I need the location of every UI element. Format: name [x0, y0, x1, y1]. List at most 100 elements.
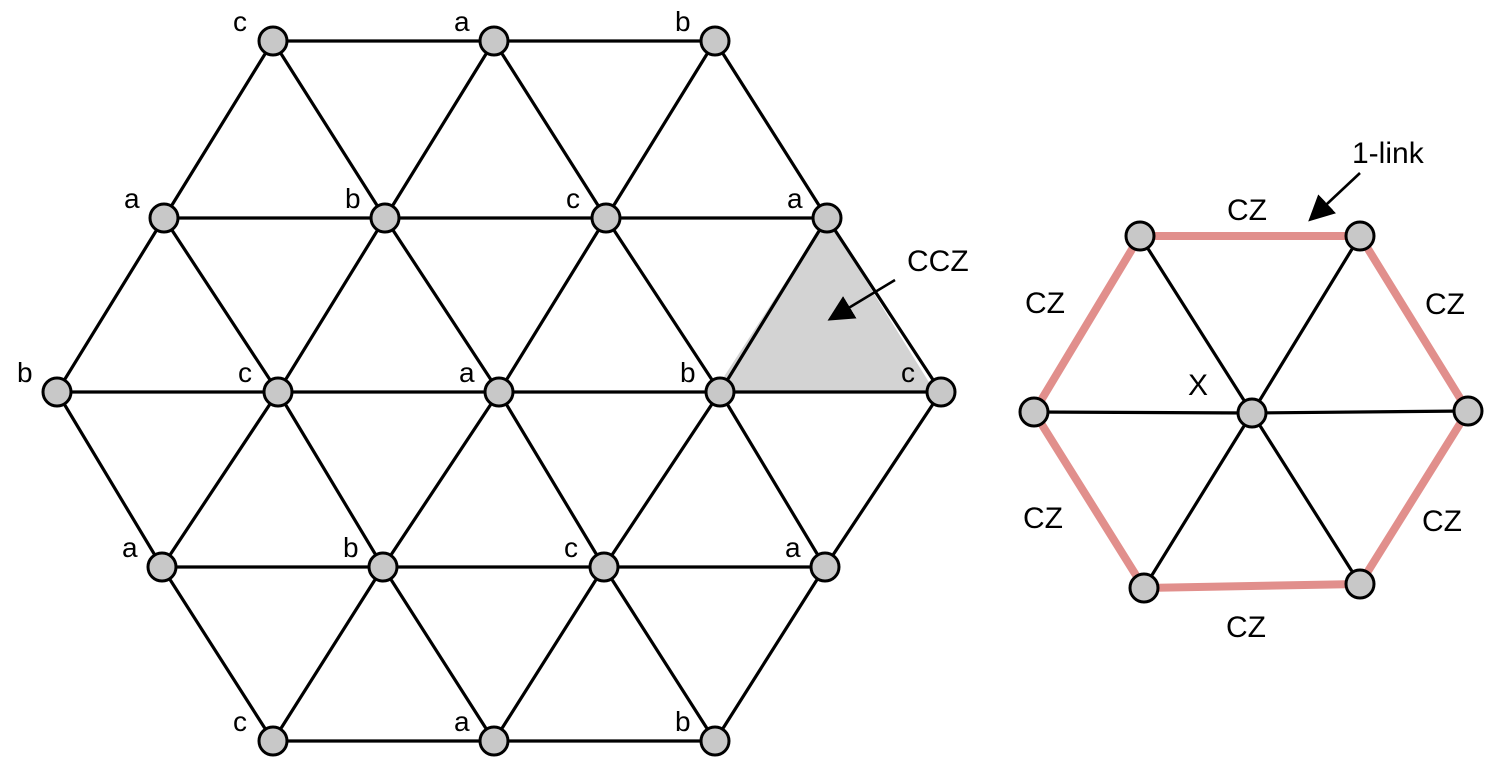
lattice-edge [160, 390, 280, 569]
unit-cell-outer-node [1344, 568, 1376, 600]
lattice-edge [271, 39, 387, 220]
cz-label-bottom: CZ [1226, 611, 1266, 644]
lattice-node [41, 376, 73, 408]
cz-label-upper-left: CZ [1025, 287, 1065, 320]
lattice-node-label: c [564, 532, 578, 563]
lattice-node [148, 202, 180, 234]
lattice-node [699, 25, 731, 57]
lattice-edge [381, 565, 496, 743]
cz-label-upper-right: CZ [1425, 288, 1465, 321]
lattice-edge [55, 216, 166, 394]
lattice-node-label: a [785, 532, 801, 563]
cz-link-edge [1356, 407, 1472, 588]
cz-link-edges [1030, 232, 1472, 592]
lattice-edge [55, 390, 164, 569]
unit-cell-spoke [1250, 409, 1470, 415]
lattice-edge [497, 390, 606, 569]
lattice-edge [718, 216, 829, 394]
lattice-node [367, 551, 399, 583]
lattice-node-label: a [122, 532, 138, 563]
lattice-node [478, 725, 510, 757]
cz-link-edge [1356, 232, 1472, 415]
lattice-node-label: a [124, 183, 140, 214]
lattice-edge [492, 565, 606, 743]
lattice-node [590, 202, 622, 234]
lattice-node [478, 25, 510, 57]
unit-cell-outer-node [1124, 220, 1156, 252]
lattice-node-label: b [680, 357, 696, 388]
lattice-edges [55, 39, 943, 743]
lattice-node-label: a [459, 357, 475, 388]
lattice-node [925, 376, 957, 408]
lattice-node-label: c [566, 183, 580, 214]
lattice-edge [825, 216, 943, 394]
lattice-node [809, 551, 841, 583]
lattice-edge [162, 216, 280, 394]
lattice-node-label: c [238, 357, 252, 388]
lattice-edge [383, 39, 496, 220]
unit-cell-outer-node [1018, 396, 1050, 428]
lattice-edge [162, 39, 275, 220]
cz-label-top: CZ [1227, 194, 1267, 227]
ccz-arrow [827, 278, 896, 321]
lattice-node-label: c [901, 357, 915, 388]
cz-link-edge [1030, 408, 1148, 592]
lattice-node [262, 376, 294, 408]
cz-link-edge [1030, 232, 1144, 416]
lattice-edge [497, 216, 608, 394]
lattice-node-label: b [675, 706, 691, 737]
lattice-nodes [41, 25, 957, 757]
center-x-label: X [1188, 369, 1208, 402]
lattice-node-label: c [233, 706, 247, 737]
lattice-edge [602, 390, 722, 569]
unit-cell-diagram: X CZ CZ CZ CZ CZ CZ 1-link [1018, 137, 1484, 644]
lattice-node-label: b [17, 357, 33, 388]
lattice-node [699, 725, 731, 757]
unit-cell-nodes [1018, 220, 1484, 604]
one-link-arrow [1308, 172, 1361, 222]
one-link-label: 1-link [1352, 137, 1425, 170]
lattice-node [811, 202, 843, 234]
unit-cell-spoke [1138, 234, 1254, 415]
cz-label-lower-right: CZ [1422, 505, 1462, 538]
lattice-node-label: b [345, 183, 361, 214]
lattice-edge [602, 565, 717, 743]
lattice-edge [276, 216, 387, 394]
lattice-edge [271, 565, 385, 743]
lattice-edge [276, 390, 385, 569]
ccz-highlighted-triangle [714, 218, 935, 392]
lattice-edge [823, 390, 943, 569]
lattice-node-label: a [787, 183, 803, 214]
unit-cell-center-node [1236, 397, 1268, 429]
unit-cell-spoke [1250, 411, 1362, 586]
lattice-node [257, 725, 289, 757]
cz-label-lower-left: CZ [1023, 502, 1063, 535]
lattice-edge [713, 39, 829, 220]
lattice-edge [381, 390, 501, 569]
lattice-edge [604, 39, 717, 220]
unit-cell-spokes [1032, 234, 1470, 590]
lattice-edge [718, 390, 827, 569]
lattice-node-label: c [233, 6, 247, 37]
lattice-node [704, 376, 736, 408]
lattice-node [588, 551, 620, 583]
ccz-label: CCZ [907, 245, 969, 278]
lattice-edge [604, 216, 722, 394]
unit-cell-spoke [1142, 411, 1254, 590]
lattice-edge [492, 39, 608, 220]
lattice-edge [383, 216, 501, 394]
cz-link-edge [1140, 580, 1364, 592]
lattice-edge [713, 565, 827, 743]
lattice-edge [160, 565, 275, 743]
unit-cell-spoke [1032, 410, 1254, 415]
unit-cell-outer-node [1128, 572, 1160, 604]
unit-cell-spoke [1250, 234, 1362, 415]
lattice-node [483, 376, 515, 408]
lattice-node-label: a [454, 706, 470, 737]
lattice-node-label: b [343, 532, 359, 563]
lattice-node-label: b [675, 6, 691, 37]
lattice-node [369, 202, 401, 234]
